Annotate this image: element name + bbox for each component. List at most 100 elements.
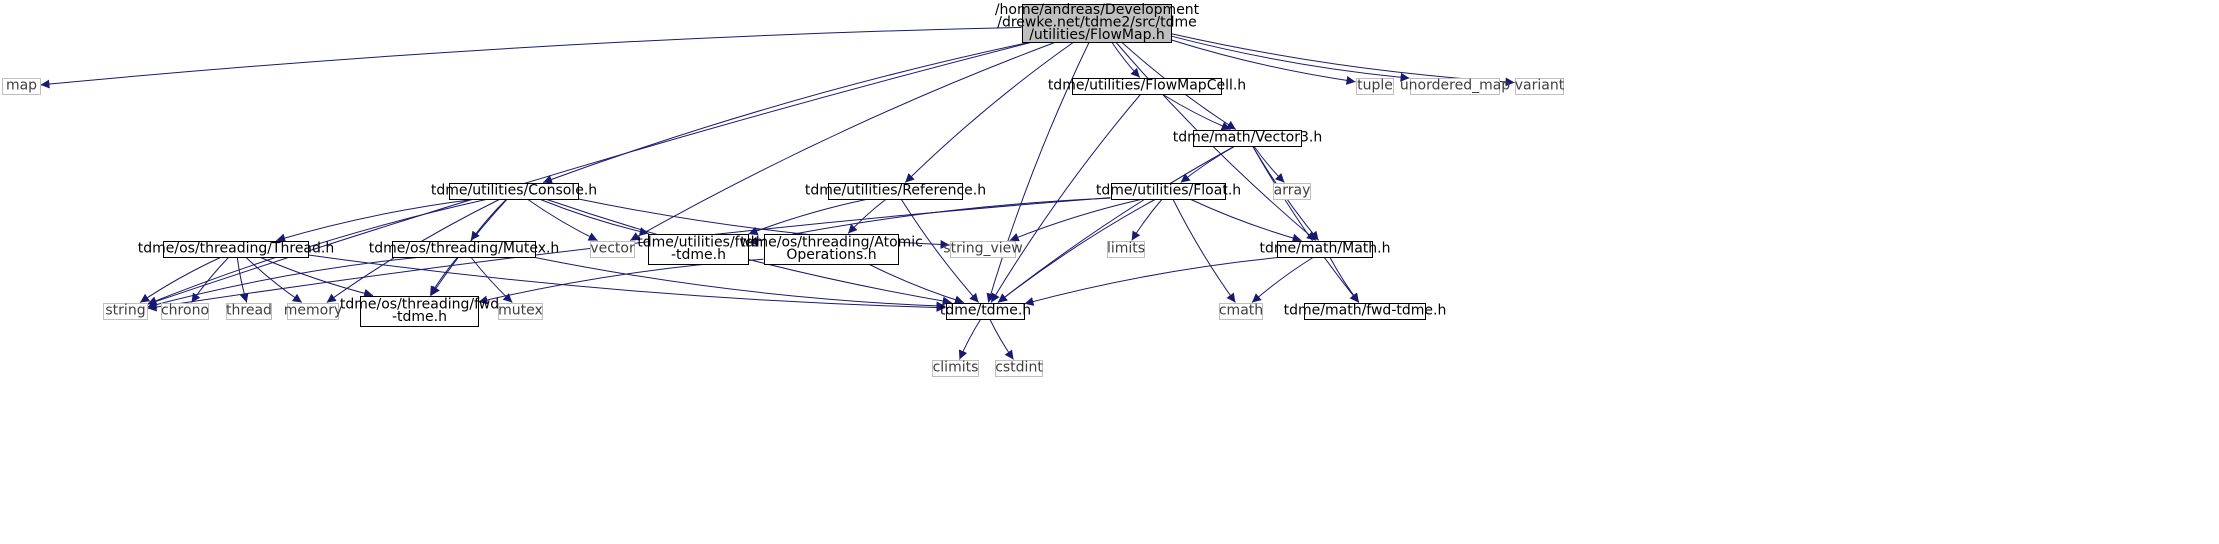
edge-tdme_h-to-cstdint xyxy=(989,319,1014,360)
edge-root-to-tuple xyxy=(1171,39,1356,85)
node-math-fwd[interactable]: tdme/math/fwd-tdme.h xyxy=(1284,303,1447,320)
node-label-line: tdme/os/threading/Atomic xyxy=(740,234,923,250)
node-label-line: limits xyxy=(1107,241,1145,257)
edge-vector3-to-array xyxy=(1253,146,1285,183)
edge-console-to-string xyxy=(147,199,487,305)
node-tuple: tuple xyxy=(1356,78,1394,95)
node-box xyxy=(1273,183,1311,200)
node-box xyxy=(449,183,579,200)
edge-math_h-to-cmath xyxy=(1251,257,1314,303)
node-thread-h[interactable]: tdme/os/threading/Thread.h xyxy=(138,241,334,258)
edge-flowmapcell-to-tdme_h xyxy=(990,94,1141,303)
node-box xyxy=(1072,78,1222,95)
node-unordered-map: unordered_map xyxy=(1400,78,1510,95)
node-memory: memory xyxy=(284,303,343,320)
node-label-line: variant xyxy=(1515,78,1565,94)
node-box xyxy=(1410,78,1500,95)
edge-thread_h-to-threading_fwd xyxy=(260,257,374,298)
node-box xyxy=(287,303,339,320)
edge-mutex_h-to-tdme_h xyxy=(534,257,946,311)
node-label-line: /drewke.net/tdme2/src/tdme xyxy=(997,15,1197,31)
node-map: map xyxy=(2,78,41,95)
node-box xyxy=(648,234,749,265)
edge-console-to-util_fwd xyxy=(540,199,649,236)
node-box xyxy=(1107,241,1145,258)
node-label-line: mutex xyxy=(498,303,543,319)
node-box xyxy=(950,241,1016,258)
node-label-line: tdme/math/Math.h xyxy=(1260,241,1391,257)
edge-mutex_h-to-string xyxy=(147,257,418,309)
node-box xyxy=(498,303,543,320)
edge-float_h-to-cmath xyxy=(1172,199,1236,303)
edge-tdme_h-to-climits xyxy=(958,319,981,360)
edge-root-to-console xyxy=(542,42,1029,184)
edge-float_h-to-util_fwd xyxy=(748,197,1111,246)
node-label-line: cstdint xyxy=(995,360,1043,376)
edge-root-to-reference xyxy=(904,42,1074,183)
node-chrono: chrono xyxy=(161,303,209,320)
node-box xyxy=(1277,241,1373,258)
edge-mutex_h-to-threading_fwd xyxy=(429,257,458,296)
node-label-line: vector xyxy=(590,241,635,257)
node-util-fwd[interactable]: tdme/utilities/fwd-tdme.h xyxy=(637,234,760,265)
node-string: string xyxy=(103,303,148,320)
node-console[interactable]: tdme/utilities/Console.h xyxy=(431,183,597,200)
edge-reference-to-atomic xyxy=(847,199,886,234)
nodes: /home/andreas/Development/drewke.net/tdm… xyxy=(2,2,1565,377)
node-label-line: unordered_map xyxy=(1400,78,1510,94)
node-flowmapcell[interactable]: tdme/utilities/FlowMapCell.h xyxy=(1048,78,1246,95)
edge-float_h-to-tdme_h xyxy=(997,199,1156,303)
node-box xyxy=(946,303,1025,320)
node-limits: limits xyxy=(1107,241,1145,258)
node-label-line: -tdme.h xyxy=(392,309,447,325)
edge-thread_h-to-tdme_h xyxy=(308,254,946,312)
node-box xyxy=(1356,78,1394,95)
node-threading-fwd[interactable]: tdme/os/threading/fwd-tdme.h xyxy=(340,296,499,327)
node-label-line: tdme/os/threading/Mutex.h xyxy=(369,241,560,257)
node-label-line: tdme/utilities/FlowMapCell.h xyxy=(1048,78,1246,94)
node-reference[interactable]: tdme/utilities/Reference.h xyxy=(805,183,986,200)
node-math-h[interactable]: tdme/math/Math.h xyxy=(1260,241,1391,258)
node-label-line: map xyxy=(6,78,37,94)
node-label-line: string_view xyxy=(943,241,1022,257)
node-label-line: memory xyxy=(284,303,343,319)
node-float-h[interactable]: tdme/utilities/Float.h xyxy=(1096,183,1241,200)
edge-thread_h-to-thread xyxy=(236,257,249,303)
node-box xyxy=(103,303,148,320)
edge-thread_h-to-chrono xyxy=(191,257,229,303)
edge-console-to-thread_h xyxy=(276,199,473,243)
node-box xyxy=(392,241,536,258)
node-label-line: tdme/tdme.h xyxy=(940,303,1031,319)
edge-root-to-string xyxy=(147,42,1031,306)
edge-float_h-to-limits xyxy=(1131,199,1163,241)
node-box xyxy=(161,303,209,320)
node-box xyxy=(764,234,899,265)
node-tdme-h[interactable]: tdme/tdme.h xyxy=(940,303,1031,320)
node-array: array xyxy=(1273,183,1311,200)
node-box xyxy=(2,78,41,95)
edge-console-to-vector xyxy=(527,199,598,241)
node-mutex-h[interactable]: tdme/os/threading/Mutex.h xyxy=(369,241,560,258)
edges xyxy=(40,26,1515,360)
edge-flowmapcell-to-vector3 xyxy=(1162,94,1231,131)
node-box xyxy=(1219,303,1263,320)
node-label-line: tdme/math/Vector3.h xyxy=(1173,130,1322,146)
edge-reference-to-tdme_h xyxy=(900,199,979,303)
node-label-line: Operations.h xyxy=(786,247,876,263)
edge-vector3-to-math_fwd xyxy=(1252,146,1360,303)
node-string-view: string_view xyxy=(943,241,1023,258)
node-root[interactable]: /home/andreas/Development/drewke.net/tdm… xyxy=(995,2,1200,43)
node-label-line: tdme/utilities/fwd xyxy=(637,234,759,250)
edge-mutex_h-to-mutex xyxy=(470,257,513,303)
node-thread: thread xyxy=(226,303,272,320)
edge-thread_h-to-string xyxy=(139,257,221,303)
node-label-line: /utilities/FlowMap.h xyxy=(1029,27,1165,43)
node-label-line: climits xyxy=(933,360,979,376)
edge-root-to-tdme_h xyxy=(986,42,1090,303)
node-cmath: cmath xyxy=(1219,303,1263,320)
node-box xyxy=(163,241,309,258)
node-vector3[interactable]: tdme/math/Vector3.h xyxy=(1173,130,1322,147)
node-label-line: /home/andreas/Development xyxy=(995,2,1200,18)
